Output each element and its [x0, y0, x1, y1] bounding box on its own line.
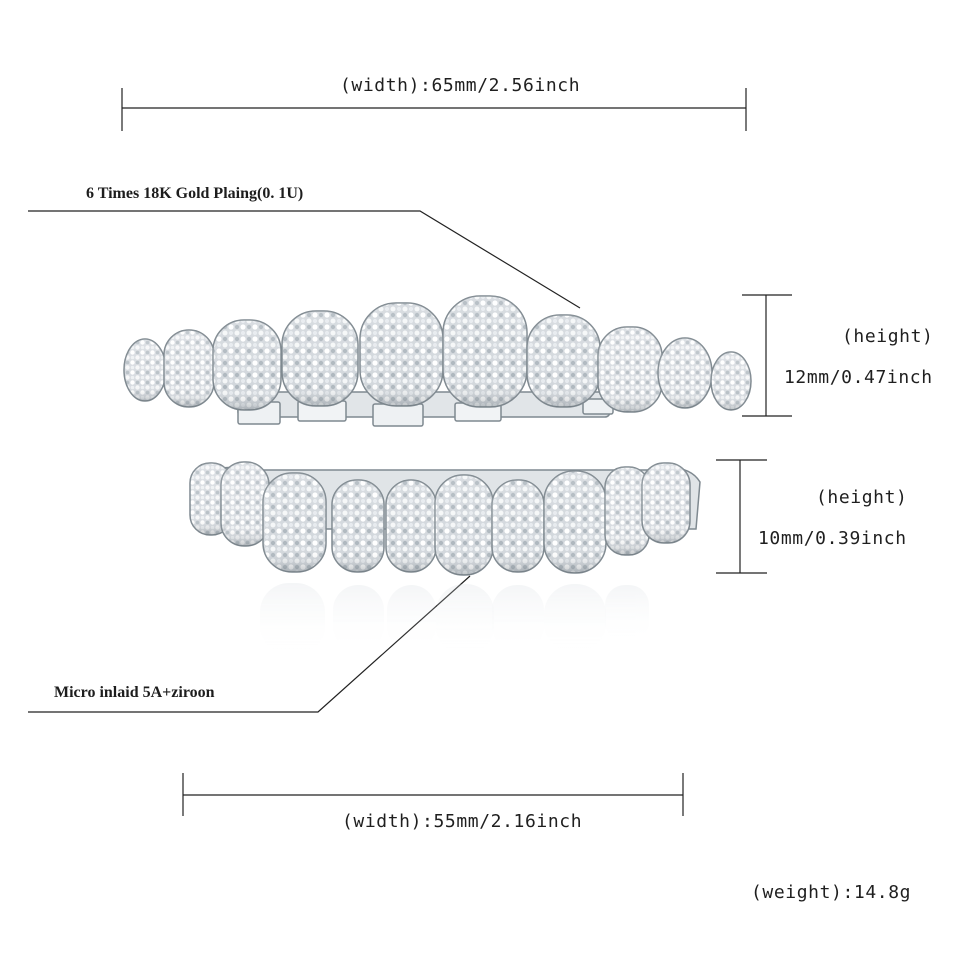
- lower-width-measurement: (width):55mm/2.16inch: [342, 811, 583, 832]
- upper-width-measurement: (width):65mm/2.56inch: [340, 75, 581, 96]
- plating-callout-line: [28, 210, 581, 309]
- upper-tab-3: [372, 403, 424, 427]
- lower-height-label: (height): [816, 487, 908, 508]
- stones-callout: Micro inlaid 5A+ziroon: [54, 684, 215, 701]
- upper-height-measurement: 12mm/0.47inch: [784, 367, 933, 388]
- weight-measurement: (weight):14.8g: [751, 882, 912, 903]
- plating-callout: 6 Times 18K Gold Plaing(0. 1U): [86, 185, 304, 202]
- lower-grill: [189, 461, 701, 576]
- lower-height-measurement: 10mm/0.39inch: [758, 528, 907, 549]
- upper-height-label: (height): [842, 326, 934, 347]
- upper-grill: [123, 295, 752, 427]
- lower-grill-reflection: [260, 583, 649, 655]
